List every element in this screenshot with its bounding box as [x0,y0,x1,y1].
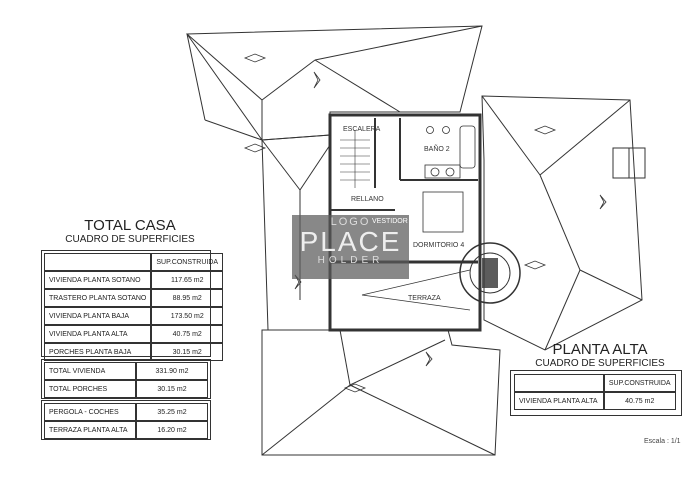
total-casa-title: TOTAL CASA [84,217,176,234]
company-stamp [459,242,521,304]
watermark-line3: HOLDER [317,255,384,266]
stairs [340,130,370,188]
room-label-bano: BAÑO 2 [424,146,450,153]
header-sup-construida: SUP.CONSTRUIDA [603,374,676,392]
bed [422,191,464,233]
room-label-terraza: TERRAZA [408,295,441,302]
watermark-line2: PLACE [299,226,402,257]
roof-bottom [261,329,501,456]
room-label-escalera: ESCALERA [343,126,381,133]
total-casa-frame [41,250,211,357]
watermark-line1: LOGO [330,216,371,228]
bathtub [459,125,476,169]
totals-frame [41,359,211,399]
extras-frame [41,400,211,440]
header-sup-construida: SUP.CONSTRUIDA [151,253,224,271]
room-label-dormitorio: DORMITORIO 4 [413,242,465,249]
planta-alta-heading: PLANTA ALTA CUADRO DE SUPERFICIES [510,342,690,370]
planta-alta-subtitle: CUADRO DE SUPERFICIES [535,358,665,369]
sink-counter [424,164,461,179]
planta-alta-title: PLANTA ALTA [552,341,648,358]
room-label-vestidor: VESTIDOR [372,218,408,225]
total-casa-subtitle: CUADRO DE SUPERFICIES [65,234,195,245]
room-label-rellano: RELLANO [351,196,384,203]
scale-label: Escala : 1/1 [644,438,681,445]
planta-alta-frame [510,370,682,416]
slope-arrow-icons [243,53,607,393]
logo-placeholder-watermark: LOGO PLACE HOLDER [292,215,409,279]
total-casa-heading: TOTAL CASA CUADRO DE SUPERFICIES [40,218,220,246]
roof-top-left [186,25,483,141]
